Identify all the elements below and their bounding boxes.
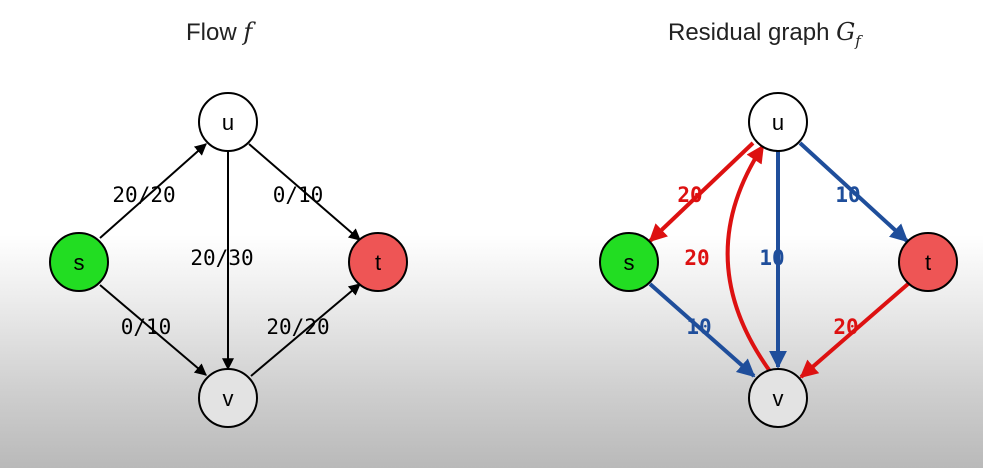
- flow-graph: 20/20 0/10 20/30 0/10 20/20 u v s t: [49, 92, 408, 428]
- residual-title: Residual graph Gf: [668, 18, 861, 50]
- flow-node-s: [49, 232, 109, 292]
- flow-edge-s-u: [99, 143, 207, 239]
- flow-node-v-label: v: [223, 386, 234, 411]
- residual-node-s: [599, 232, 659, 292]
- residual-title-text: Residual graph: [668, 19, 830, 46]
- flow-node-v: [198, 368, 258, 428]
- residual-node-v: [748, 368, 808, 428]
- residual-edge-t-v: [799, 282, 910, 379]
- residual-title-subscript: f: [855, 31, 861, 50]
- flow-title: Flow f: [186, 18, 252, 47]
- residual-title-symbol: G: [836, 18, 856, 46]
- residual-edge-u-t: [798, 141, 909, 243]
- flow-edge-s-v: [99, 284, 207, 376]
- residual-label-s-v: 10: [686, 315, 711, 339]
- residual-label-u-s: 20: [677, 183, 702, 207]
- residual-node-t-label: t: [925, 250, 931, 275]
- residual-graph: 20 20 10 10 10 20 u v s t: [599, 92, 958, 428]
- flow-node-u: [198, 92, 258, 152]
- flow-edge-u-t: [248, 143, 361, 241]
- residual-edge-v-u: [725, 144, 774, 376]
- residual-node-t: [898, 232, 958, 292]
- flow-node-s-label: s: [74, 250, 85, 275]
- residual-label-v-u: 20: [684, 246, 709, 270]
- residual-node-u: [748, 92, 808, 152]
- flow-title-text: Flow: [186, 19, 237, 46]
- flow-label-s-v: 0/10: [121, 315, 172, 339]
- residual-node-v-label: v: [773, 386, 784, 411]
- flow-node-t-label: t: [375, 250, 381, 275]
- flow-node-t: [348, 232, 408, 292]
- residual-edge-s-v: [648, 282, 756, 378]
- flow-label-u-t: 0/10: [273, 183, 324, 207]
- flow-node-u-label: u: [222, 110, 234, 135]
- residual-label-t-v: 20: [833, 315, 858, 339]
- residual-label-u-v: 10: [759, 246, 784, 270]
- flow-title-symbol: f: [243, 18, 253, 46]
- residual-edge-u-s: [648, 141, 755, 243]
- flow-label-v-t: 20/20: [266, 315, 329, 339]
- residual-label-u-t: 10: [835, 183, 860, 207]
- flow-edge-v-t: [250, 283, 361, 377]
- flow-label-s-u: 20/20: [112, 183, 175, 207]
- flow-label-u-v: 20/30: [190, 246, 253, 270]
- residual-node-s-label: s: [624, 250, 635, 275]
- residual-node-u-label: u: [772, 110, 784, 135]
